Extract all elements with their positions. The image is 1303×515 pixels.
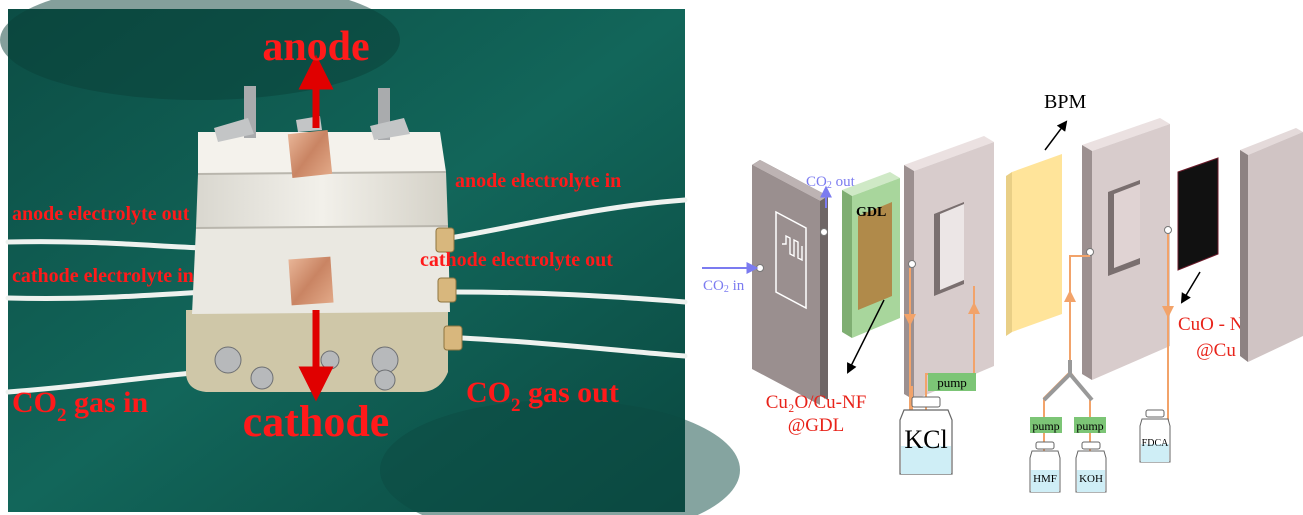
koh-label: KOH — [1079, 473, 1103, 485]
bottom-screws — [214, 346, 399, 391]
pump-2-label: pump — [1032, 419, 1059, 433]
co2-gas-in-label: CO2 gas in — [12, 386, 149, 426]
cathode-catalyst-arrow — [847, 299, 885, 374]
pump-1-label: pump — [937, 375, 967, 390]
kcl-label: KCl — [904, 425, 947, 454]
flow-field — [775, 210, 807, 310]
anode-chamber-plate — [1082, 118, 1172, 380]
anode-catalyst-arrow — [1180, 271, 1201, 304]
anode-catalyst-line2: @Cu — [1196, 340, 1236, 361]
fdca-label: FDCA — [1142, 438, 1169, 449]
anode-catalyst-line1: CuO - NF — [1178, 314, 1254, 335]
gdl-catalyst — [858, 202, 892, 310]
cell-photo: anode cathode anode electrolyte in anode… — [0, 0, 740, 515]
hmf-label: HMF — [1033, 473, 1057, 485]
anode-label: anode — [262, 24, 369, 70]
pump-1 — [928, 373, 976, 391]
co2-in-label: CO2 in — [703, 278, 745, 295]
kcl-bottle: KCl — [899, 396, 953, 475]
bpm-membrane — [1006, 154, 1062, 336]
serpentine-channel — [782, 234, 803, 262]
pump-3-label: pump — [1076, 419, 1103, 433]
gdl-layer: GDL — [842, 172, 900, 338]
co2-out-label: CO2 out — [806, 174, 856, 191]
co2-gas-out-label: CO2 gas out — [466, 376, 619, 416]
plate-middle — [196, 172, 448, 228]
cathode-label: cathode — [243, 397, 390, 446]
cathode-electrolyte-out-label: cathode electrolyte out — [420, 249, 613, 271]
anode-end-plate — [1240, 128, 1303, 362]
gdl-label: GDL — [856, 205, 886, 220]
anode-electrolyte-out-label: anode electrolyte out — [12, 203, 190, 225]
pump-3 — [1074, 417, 1106, 433]
pump-2 — [1030, 417, 1062, 433]
koh-bottle: KOH — [1075, 441, 1107, 493]
cathode-electrolyte-in-label: cathode electrolyte in — [12, 265, 194, 287]
side-fittings — [435, 227, 463, 351]
anode-electrolyte-in-label: anode electrolyte in — [455, 170, 621, 192]
bpm-arrow — [1044, 120, 1068, 151]
hmf-bottle: HMF — [1029, 441, 1061, 493]
cathode-chamber-plate — [904, 136, 994, 400]
anode-catalyst — [1177, 157, 1219, 271]
cathode-catalyst-line1: Cu₂O/Cu-NF — [766, 392, 867, 413]
tubing-lines — [5, 197, 688, 395]
cathode-copper-tab — [288, 256, 334, 306]
fdca-bottle: FDCA — [1139, 409, 1171, 463]
y-connector — [1042, 360, 1094, 402]
bpm-label: BPM — [1044, 91, 1086, 113]
anode-copper-tab — [287, 130, 333, 178]
cathode-end-plate — [752, 160, 828, 405]
cathode-catalyst-line2: @GDL — [788, 415, 845, 436]
cell-schematic: CO2 in CO2 out GDL Cu₂O/Cu-NF @GDL — [702, 91, 1303, 493]
